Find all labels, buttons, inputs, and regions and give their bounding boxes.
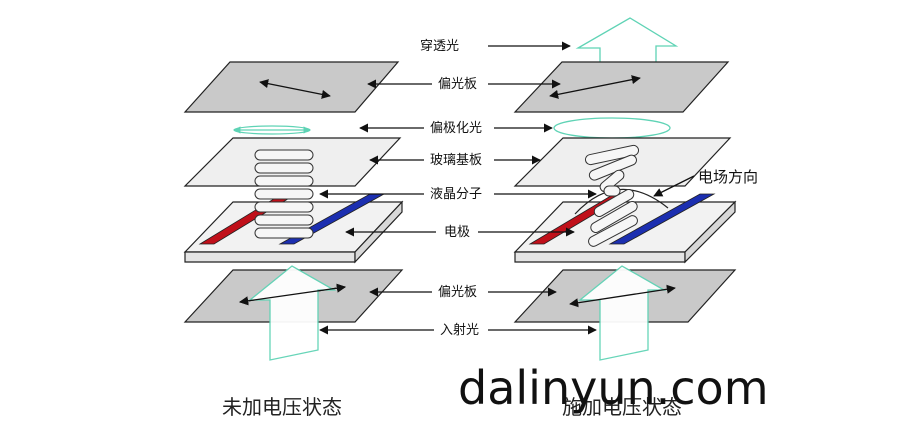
- caption-right: 施加电压状态: [562, 395, 682, 419]
- labels: 穿透光 偏光板 偏极化光 玻璃基板 液晶分子 电极 偏光板 入射光 电场方向: [319, 38, 758, 338]
- right-top-polarizer: [513, 61, 730, 113]
- left-stack: [183, 61, 404, 361]
- label-polarized-light: 偏极化光: [430, 121, 482, 136]
- right-liquid-crystal-molecules: [584, 144, 640, 247]
- caption-left: 未加电压状态: [222, 395, 342, 419]
- watermark: dalinyun.com: [458, 361, 769, 415]
- left-liquid-crystal-molecules: [254, 149, 314, 239]
- right-polarized-light-ellipse: [553, 117, 671, 139]
- label-incident-light: 入射光: [440, 322, 479, 338]
- right-stack: [513, 17, 737, 361]
- left-top-polarizer: [183, 61, 400, 113]
- label-transmitted-light: 穿透光: [420, 38, 459, 54]
- label-electrode: 电极: [444, 225, 470, 240]
- label-polarizer-bottom: 偏光板: [438, 285, 477, 300]
- left-glass-substrate: [183, 137, 402, 187]
- label-glass-substrate: 玻璃基板: [430, 153, 482, 168]
- right-blue-electrode: [608, 193, 716, 245]
- label-liquid-crystal: 液晶分子: [430, 187, 482, 202]
- left-top-polarization-arrow: [259, 79, 331, 99]
- label-polarizer-top: 偏光板: [438, 77, 477, 92]
- label-field-direction: 电场方向: [698, 168, 758, 186]
